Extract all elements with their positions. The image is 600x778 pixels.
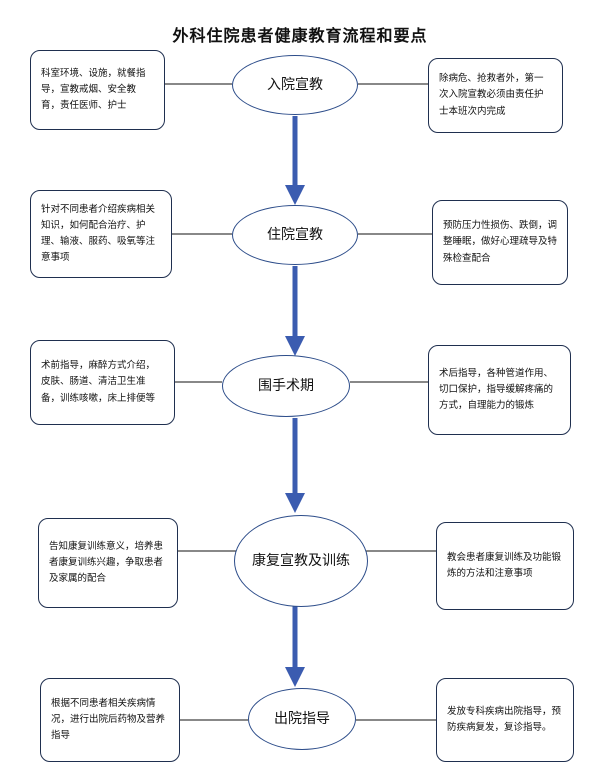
stage-5-label: 出院指导	[274, 710, 330, 727]
stage-5-left-note-text: 根据不同患者相关疾病情况，进行出院后药物及营养指导	[51, 697, 166, 742]
stage-5-node: 出院指导	[248, 688, 356, 750]
stage-2-right-note-text: 预防压力性损伤、跌倒，调整睡眠，做好心理疏导及特殊检查配合	[443, 220, 558, 264]
stage-4-left-note-text: 告知康复训练意义，培养患者康复训练兴趣，争取患者及家属的配合	[49, 540, 164, 585]
stage-5-right-note: 发放专科疾病出院指导，预防疾病复发，复诊指导。	[436, 678, 574, 762]
stage-4-node: 康复宣教及训练	[234, 515, 368, 607]
stage-5-right-note-text: 发放专科疾病出院指导，预防疾病复发，复诊指导。	[447, 705, 562, 733]
stage-3-right-note: 术后指导，各种管道作用、切口保护，指导缓解疼痛的方式，自理能力的锻炼	[428, 345, 571, 435]
diagram-title: 外科住院患者健康教育流程和要点	[172, 26, 428, 45]
stage-4-left-note: 告知康复训练意义，培养患者康复训练兴趣，争取患者及家属的配合	[38, 518, 178, 608]
stage-1-left-note: 科室环境、设施，就餐指导，宣教戒烟、安全教育，责任医师、护士	[30, 50, 165, 130]
stage-3-node: 围手术期	[222, 355, 350, 417]
stage-4-label: 康复宣教及训练	[252, 552, 350, 569]
stage-2-label: 住院宣教	[267, 226, 323, 243]
stage-3-left-note-text: 术前指导，麻醉方式介绍，皮肤、肠道、清洁卫生准备，训练咳嗽，床上排便等	[41, 360, 156, 404]
stage-1-left-note-text: 科室环境、设施，就餐指导，宣教戒烟、安全教育，责任医师、护士	[41, 67, 146, 112]
stage-3-label: 围手术期	[258, 377, 314, 394]
stage-1-node: 入院宣教	[232, 55, 358, 115]
stage-2-left-note-text: 针对不同患者介绍疾病相关知识，如何配合治疗、护理、输液、服药、吸氧等注意事项	[41, 203, 156, 264]
stage-2-node: 住院宣教	[232, 205, 358, 265]
stage-4-right-note: 教会患者康复训练及功能锻炼的方法和注意事项	[436, 522, 574, 610]
stage-2-left-note: 针对不同患者介绍疾病相关知识，如何配合治疗、护理、输液、服药、吸氧等注意事项	[30, 190, 172, 278]
stage-3-left-note: 术前指导，麻醉方式介绍，皮肤、肠道、清洁卫生准备，训练咳嗽，床上排便等	[30, 340, 175, 425]
stage-1-label: 入院宣教	[267, 76, 323, 93]
stage-4-right-note-text: 教会患者康复训练及功能锻炼的方法和注意事项	[447, 551, 562, 579]
stage-2-right-note: 预防压力性损伤、跌倒，调整睡眠，做好心理疏导及特殊检查配合	[432, 200, 568, 285]
stage-1-right-note-text: 除病危、抢救者外，第一次入院宣教必须由责任护士本班次内完成	[439, 73, 544, 117]
stage-1-right-note: 除病危、抢救者外，第一次入院宣教必须由责任护士本班次内完成	[428, 58, 563, 133]
stage-5-left-note: 根据不同患者相关疾病情况，进行出院后药物及营养指导	[40, 678, 180, 762]
stage-3-right-note-text: 术后指导，各种管道作用、切口保护，指导缓解疼痛的方式，自理能力的锻炼	[439, 367, 554, 412]
